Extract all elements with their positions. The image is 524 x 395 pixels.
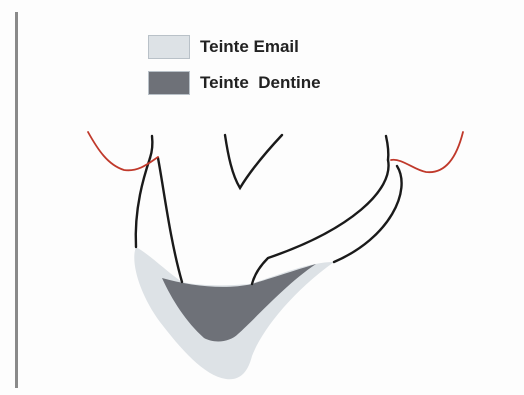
tooth-right-top-edge — [386, 136, 388, 160]
tooth-crown-notch — [225, 135, 282, 188]
gingiva-lines — [88, 132, 463, 172]
tooth-left-top-edge — [150, 136, 152, 158]
tooth-left-inner-contour — [158, 158, 182, 282]
tooth-outline — [136, 135, 402, 284]
gingiva-right — [391, 132, 463, 172]
tooth-left-outer-contour — [136, 158, 150, 247]
gingiva-left — [88, 132, 158, 170]
tooth-right-outer-contour — [334, 166, 402, 262]
